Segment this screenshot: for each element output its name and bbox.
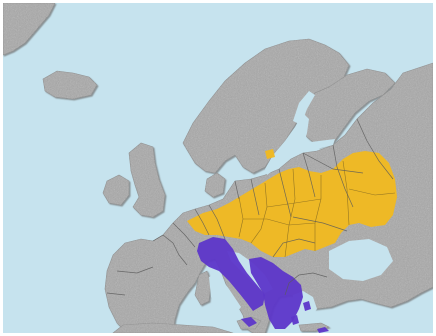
gulf-of-finland <box>303 139 335 149</box>
range-purple-italy <box>197 237 265 311</box>
great-britain-land <box>128 142 166 218</box>
gulf-of-bothnia <box>293 91 315 125</box>
range-yellow-area <box>187 151 397 257</box>
range-yellow-patch <box>265 149 275 159</box>
black-sea <box>329 239 393 281</box>
range-purple-layer <box>197 237 329 333</box>
sardinia-land <box>194 270 212 306</box>
ireland-land <box>102 174 130 206</box>
range-yellow-borders <box>238 160 396 258</box>
country-borders <box>106 118 394 296</box>
baltic-sea <box>265 113 309 175</box>
range-purple-greek-islands <box>291 301 329 333</box>
denmark-land <box>204 172 226 198</box>
border-layer <box>106 118 394 296</box>
europe-map <box>3 3 433 333</box>
range-yellow-layer <box>187 149 397 258</box>
range-purple-sicily <box>241 317 257 327</box>
inland-seas <box>209 91 393 319</box>
north-africa-land <box>112 322 234 333</box>
tyrrhenian-sea <box>209 273 241 315</box>
greenland-land <box>3 3 56 56</box>
range-purple-balkans <box>249 257 303 329</box>
iceland-land <box>42 70 98 100</box>
